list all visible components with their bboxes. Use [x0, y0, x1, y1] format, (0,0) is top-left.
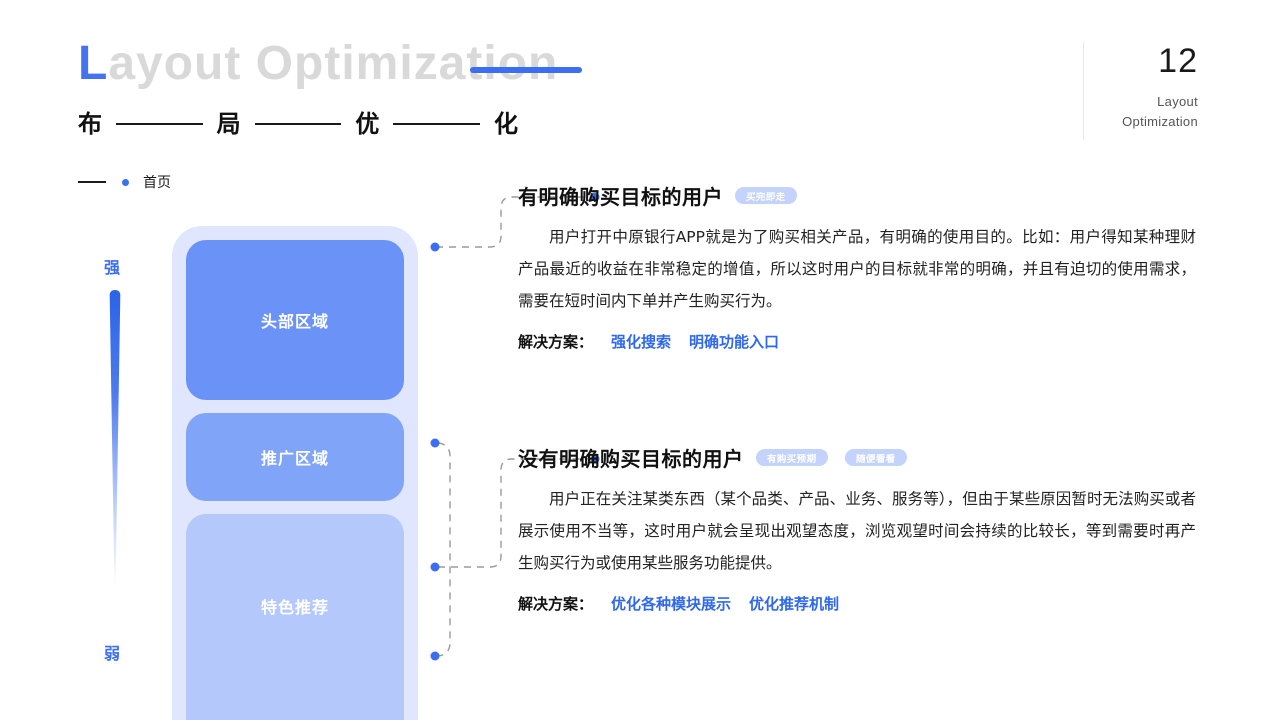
strength-gradient-wedge-icon: [109, 290, 121, 590]
scale-label-strong: 强: [104, 258, 121, 277]
content-block-2-header: 没有明确购买目标的用户 有购买预期 随便看看: [518, 444, 1208, 471]
content-block-2-body: 用户正在关注某类东西（某个品类、产品、业务、服务等），但由于某些原因暂时无法购买…: [518, 490, 1196, 572]
page-subtitle-line2: Optimization: [1122, 114, 1198, 130]
breadcrumb-dash: [78, 181, 106, 183]
connector-dot-phone-2a: [430, 438, 440, 448]
page-subtitle-line1: Layout: [1157, 94, 1198, 109]
content-block-1-solution-label: 解决方案：: [518, 333, 594, 352]
phone-zone-featured[interactable]: 特色推荐: [186, 514, 404, 720]
phone-zone-header[interactable]: 头部区域: [186, 240, 404, 400]
connector-dot-phone-2c: [430, 651, 440, 661]
title-underline-accent: [470, 67, 582, 73]
content-block-2-solution-link-1[interactable]: 优化推荐机制: [749, 595, 840, 614]
content-block-2-tag-1: 随便看看: [844, 448, 907, 466]
breadcrumb-label[interactable]: 首页: [143, 175, 171, 191]
page-title-english: Layout Optimization: [78, 40, 558, 88]
content-block-1-title: 有明确购买目标的用户: [518, 184, 723, 209]
title-cn-rule-2: [393, 123, 481, 125]
phone-mockup: 头部区域 推广区域 特色推荐: [172, 226, 418, 720]
content-block-2: 没有明确购买目标的用户 有购买预期 随便看看 用户正在关注某类东西（某个品类、产…: [518, 444, 1208, 614]
title-first-letter: L: [78, 37, 109, 90]
content-block-2-tag-0: 有购买预期: [755, 448, 828, 466]
content-block-2-solution-link-0[interactable]: 优化各种模块展示: [611, 595, 732, 614]
title-rest: ayout Optimization: [108, 37, 559, 90]
phone-zone-featured-label: 特色推荐: [260, 598, 329, 617]
content-block-1: 有明确购买目标的用户 买完即走 用户打开中原银行APP就是为了购买相关产品，有明…: [518, 182, 1208, 352]
content-block-1-body: 用户打开中原银行APP就是为了购买相关产品，有明确的使用目的。比如：用户得知某种…: [518, 228, 1196, 310]
phone-zone-promotion-label: 推广区域: [260, 449, 329, 468]
title-cn-rule-1: [254, 123, 342, 125]
title-cn-char-3: 化: [494, 110, 519, 138]
content-block-1-solutions: 解决方案： 强化搜索 明确功能入口: [518, 331, 1208, 352]
content-block-1-header: 有明确购买目标的用户 买完即走: [518, 182, 1208, 209]
page-subtitle: Layout Optimization: [1122, 92, 1198, 132]
title-cn-char-0: 布: [78, 110, 102, 138]
page-number: 12: [1158, 42, 1198, 80]
breadcrumb[interactable]: 首页: [78, 172, 171, 192]
content-block-1-solution-link-0[interactable]: 强化搜索: [611, 333, 672, 352]
content-block-2-title: 没有明确购买目标的用户: [518, 446, 744, 471]
header-vertical-divider: [1083, 42, 1084, 140]
phone-zone-promotion[interactable]: 推广区域: [186, 413, 404, 501]
content-block-1-tag-0: 买完即走: [734, 186, 797, 204]
title-cn-rule-0: [116, 123, 203, 125]
title-cn-char-2: 优: [355, 110, 380, 138]
content-block-1-solution-link-1[interactable]: 明确功能入口: [689, 333, 780, 352]
page-title-chinese: 布 局 优 化: [78, 112, 518, 136]
breadcrumb-dot-icon: [122, 178, 129, 186]
scale-label-weak: 弱: [104, 644, 121, 663]
connector-dot-phone-1: [430, 242, 440, 252]
content-block-2-solution-label: 解决方案：: [518, 595, 594, 614]
connector-spine-2: [437, 442, 451, 657]
connector-dot-phone-2b: [430, 562, 440, 572]
phone-zone-header-label: 头部区域: [260, 312, 329, 331]
content-block-2-solutions: 解决方案： 优化各种模块展示 优化推荐机制: [518, 593, 1208, 614]
title-cn-char-1: 局: [216, 110, 241, 138]
